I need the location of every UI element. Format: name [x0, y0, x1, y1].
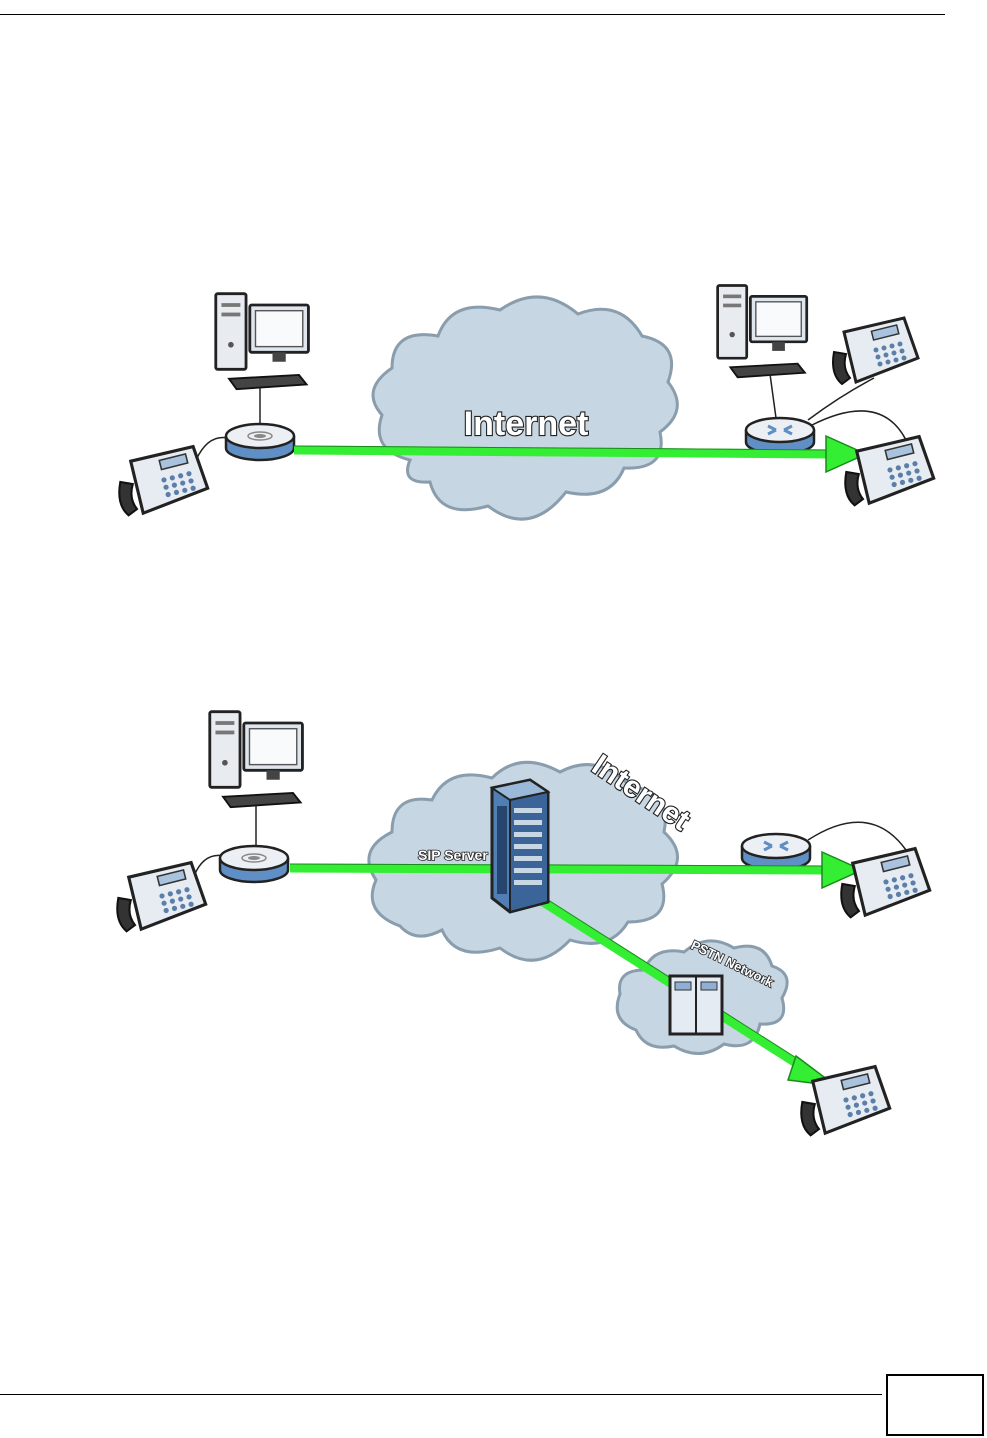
- left-phone-icon: [119, 447, 207, 516]
- flow-arrow: [294, 450, 832, 454]
- pstn-switch-icon: [670, 976, 722, 1034]
- sip-server-label: SIP Server: [418, 847, 488, 863]
- left-computer-icon: [216, 294, 309, 389]
- right-router-icon: [742, 834, 810, 870]
- header-rule: [0, 14, 945, 15]
- left-router-icon: [226, 424, 294, 460]
- page-number-box: [886, 1374, 984, 1436]
- footer-rule: [0, 1394, 882, 1395]
- internet-label: Internet: [464, 405, 589, 443]
- diagram-sip-server: Internet SIP Server PSTN Network: [0, 690, 987, 1150]
- flow-arrow-main: [290, 868, 828, 870]
- left-router-icon: [220, 846, 288, 882]
- right-router-icon: [746, 418, 814, 454]
- sip-server-icon: [492, 780, 548, 912]
- left-phone-icon: [117, 863, 205, 932]
- right-top-phone-icon: [833, 318, 918, 384]
- right-phone-icon: [841, 849, 929, 918]
- left-computer-icon: [210, 712, 303, 807]
- right-computer-icon: [718, 285, 807, 377]
- right-bottom-phone-icon: [845, 437, 933, 506]
- diagram-peer-to-peer: Internet: [0, 270, 987, 550]
